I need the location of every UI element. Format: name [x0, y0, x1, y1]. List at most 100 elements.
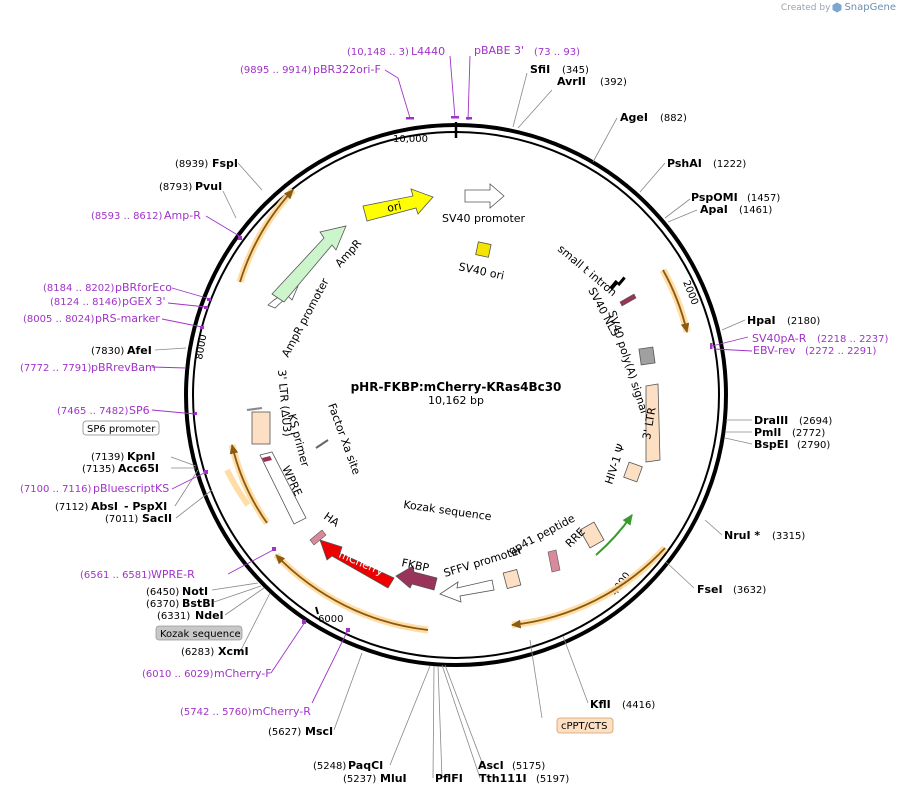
- snapgene-credit: Created by SnapGene: [781, 2, 896, 13]
- primer-ampr-pos: (8593 .. 8612): [91, 211, 163, 222]
- site-mlui-name: MluI: [380, 772, 407, 785]
- site-agei-name: AgeI: [620, 111, 648, 124]
- site-msci-pos: (5627): [268, 727, 301, 738]
- primer-marks: [194, 116, 713, 632]
- site-fsei-name: FseI: [697, 583, 723, 596]
- primer-pbrforeco-name: pBRforEco: [115, 281, 172, 294]
- site-pmli-pos: (2772): [792, 428, 825, 439]
- site-afei-name: AfeI: [127, 344, 152, 357]
- credit-text: Created by: [780, 2, 831, 13]
- site-xcmi-name: XcmI: [218, 645, 249, 658]
- primer-l4440-pos: (10,148 .. 3): [347, 47, 409, 58]
- factor-xa-mark: [315, 439, 329, 449]
- site-absi-pos: (7112): [55, 502, 88, 513]
- primer-sp6-name: SP6: [129, 404, 150, 417]
- ampr-arrow: [271, 225, 347, 303]
- site-asci-pos: (5175): [512, 761, 545, 772]
- site-acc65i-pos: (7135): [82, 464, 115, 475]
- kozak-box-label: Kozak sequence: [160, 629, 241, 640]
- site-sfii-pos: (345): [562, 65, 589, 76]
- site-absi-name: AbsI: [91, 500, 118, 513]
- site-pspomi-pos: (1457): [747, 193, 780, 204]
- site-apai-pos: (1461): [739, 205, 772, 216]
- tick-2000: 2000: [680, 279, 700, 307]
- ori-arrow: [362, 188, 434, 222]
- primer-pbabe-name: pBABE 3': [474, 44, 524, 57]
- site-apai-name: ApaI: [700, 203, 728, 216]
- site-draiii-name: DraIII: [754, 414, 788, 427]
- sffv-box: [502, 568, 522, 590]
- site-kfli-name: KflI: [590, 698, 611, 711]
- cppt-cts-box: [556, 717, 614, 734]
- sv40-ori-box: [475, 241, 492, 258]
- tick-10000: 10,000: [393, 134, 428, 145]
- primer-mcherryf-pos: (6010 .. 6029): [142, 669, 214, 680]
- primer-wprer-name: WPRE-R: [151, 568, 195, 581]
- site-kpni-pos: (7139): [91, 452, 124, 463]
- ltr3-box: [645, 383, 661, 463]
- site-paqci-name: PaqCI: [348, 759, 383, 772]
- ltr3-du3-label: 3' LTR (ΔU3): [275, 369, 294, 437]
- primer-pbr322ori-name: pBR322ori-F: [313, 63, 381, 76]
- primer-pbrrevbam-name: pBRrevBam: [91, 361, 156, 374]
- ltr3-label: 3' LTR: [640, 406, 659, 441]
- orf-arc-2000: [662, 269, 690, 334]
- gp41-box: [547, 549, 561, 573]
- tick-6000: 6000: [318, 614, 343, 625]
- credit-brand: SnapGene: [844, 2, 896, 13]
- hiv-psi-label: HIV-1 Ψ: [602, 442, 627, 486]
- site-agei-pos: (882): [660, 113, 687, 124]
- sv40-promoter-label: SV40 promoter: [442, 212, 526, 225]
- sp6-promoter-box: [82, 420, 160, 436]
- primer-pbluescript-name: pBluescriptKS: [93, 482, 169, 495]
- site-sfii-name: SfiI: [530, 63, 550, 76]
- plasmid-length: 10,162 bp: [428, 394, 484, 407]
- site-draiii-pos: (2694): [799, 416, 832, 427]
- site-sacii-name: SacII: [142, 512, 172, 525]
- primer-pbrforeco-pos: (8184 .. 8202): [43, 283, 115, 294]
- orf-arc-4000: [510, 547, 666, 629]
- orf-arcs: [224, 187, 691, 634]
- primer-sv40pa-pos: (2218 .. 2237): [817, 334, 889, 345]
- primer-mcherryf-name: mCherry-F: [214, 667, 272, 680]
- ks-primer-mark: [246, 407, 263, 411]
- primer-leaders: [151, 55, 753, 704]
- leader-lines: [154, 72, 753, 779]
- ha-box: [309, 529, 327, 546]
- site-msci-name: MscI: [305, 725, 333, 738]
- rre-box: [579, 521, 605, 549]
- primer-mcherryr-name: mCherry-R: [252, 705, 311, 718]
- primer-prs-pos: (8005 .. 8024): [23, 314, 95, 325]
- site-avrii-name: AvrII: [557, 75, 586, 88]
- site-avrii-pos: (392): [600, 77, 627, 88]
- primer-mcherryr-pos: (5742 .. 5760): [180, 707, 252, 718]
- site-noti-pos: (6450): [146, 587, 179, 598]
- rre-arrow: [595, 514, 633, 556]
- wpre-box: [259, 451, 307, 525]
- sp6-promoter-label: SP6 promoter: [87, 424, 156, 435]
- tick-8000: 8000: [194, 334, 209, 361]
- plasmid-name: pHR-FKBP:mCherry-KRas4Bc30: [351, 380, 562, 394]
- primer-ampr-name: Amp-R: [164, 209, 201, 222]
- fkbp-arrow: [395, 565, 438, 591]
- site-bspei-pos: (2790): [797, 440, 830, 451]
- site-ndei-pos: (6331): [157, 611, 190, 622]
- wpre-mark: [262, 456, 272, 462]
- primer-pgex-pos: (8124 .. 8146): [50, 297, 122, 308]
- site-kpni-name: KpnI: [127, 450, 155, 463]
- kozak-inner-label: Kozak sequence: [403, 498, 493, 523]
- site-pflfi-name: PflFI: [435, 772, 463, 785]
- site-hpai-pos: (2180): [787, 316, 820, 327]
- primer-ebv-pos: (2272 .. 2291): [805, 346, 877, 357]
- site-asci-name: AscI: [478, 759, 504, 772]
- primer-wprer-pos: (6561 .. 6581): [80, 570, 152, 581]
- tick-mark-6000: [315, 606, 319, 615]
- sv40-polya-box: [638, 346, 656, 366]
- ltr3-du3-box: [251, 411, 271, 445]
- site-xcmi-pos: (6283): [181, 647, 214, 658]
- orf-arc-7000: [229, 443, 268, 524]
- site-paqci-pos: (5248): [313, 761, 346, 772]
- site-kfli-pos: (4416): [622, 700, 655, 711]
- site-hpai-name: HpaI: [747, 314, 776, 327]
